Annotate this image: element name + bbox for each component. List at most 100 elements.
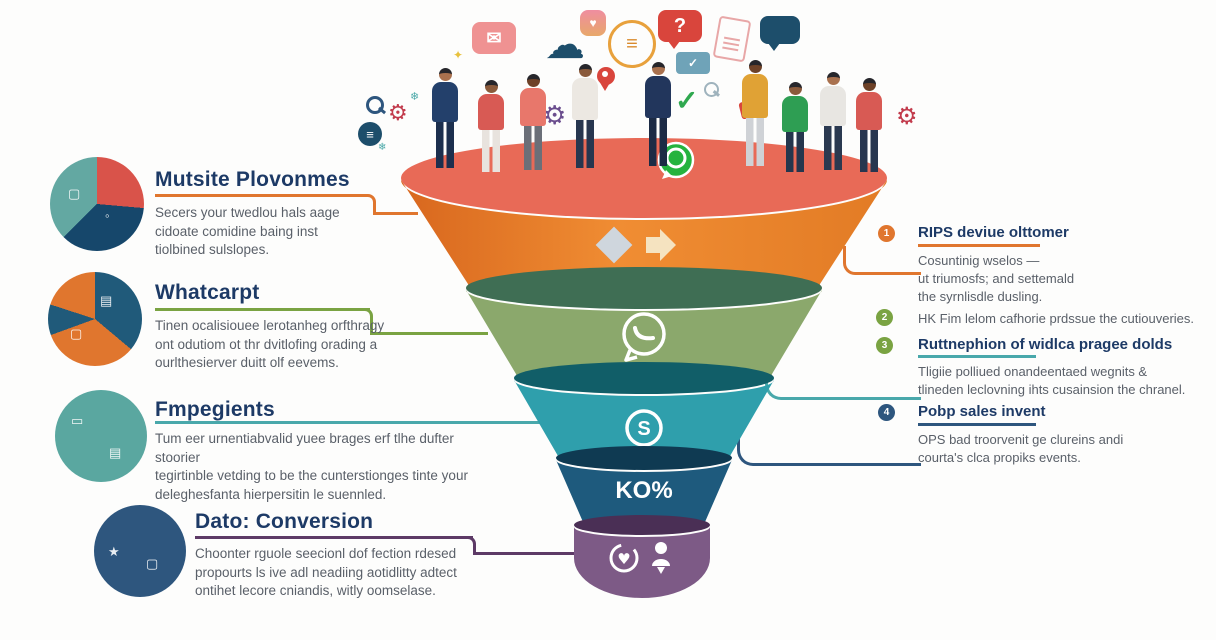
title-underline-connector-3 [155,421,543,424]
person-torso [782,96,808,132]
search-icon [365,95,387,115]
funnel-layer-engagement [466,290,822,391]
section-body: Tinen ocalisiouee lerotanheg orfthragy o… [155,318,385,371]
title-underline [195,536,473,539]
sparkle-icon: ✦ [453,48,464,62]
section-title: Whatcarpt [155,281,260,304]
section-body: Choonter rguole seecionl dof fection rde… [195,546,457,599]
menu-circle-icon: ≡ [358,122,382,146]
person-illustration [520,74,546,170]
person-legs [786,132,804,172]
step-badge-2: 2 [876,309,893,326]
title-underline [155,194,345,197]
connector-line-1 [345,194,376,215]
person-torso [572,78,598,120]
pie-chart-icon: ★ ▢ [94,505,186,597]
check-icon: ✓ [675,85,699,116]
funnel-ko-label: KO% [615,477,672,504]
callout-title: Pobp sales invent [918,403,1046,420]
person-legs [436,122,454,168]
person-illustration [782,82,808,172]
search-outline-icon [702,80,720,98]
person-legs [482,130,500,172]
person-head [438,68,452,81]
funnel-rim-navy [556,446,732,470]
person-legs [860,130,878,172]
heart-loop-icon: ♥ [609,543,639,573]
funnel-rim-green [466,267,822,309]
person-torso-suit-tie [645,76,671,118]
pie-dot-glyph: ◦ [105,208,110,223]
pie-chart-icon: ▭ ▤ [55,390,147,482]
snowflake-icon: ❄ [410,91,420,103]
person-illustration [645,62,671,166]
funnel-rim-purple [574,515,710,535]
double-arrow-icon [595,226,676,264]
envelope-icon: ✉ [472,22,516,54]
search-icon-lens [366,96,384,114]
person-torso [520,88,546,126]
person-head [484,80,498,93]
pin-tip [599,81,611,91]
step-badge-1: 1 [878,225,895,242]
person-torso [856,92,882,130]
callout-underline [918,355,1036,358]
pie-doc-glyph: ▢ [68,186,81,201]
callout-title: Ruttnephion of widlca pragee dolds [918,336,1173,353]
speech-bubble-icon [760,16,800,51]
gear-icon: ⚙ [388,100,408,125]
pie-star-glyph: ★ [108,544,120,559]
connector-line-2b [370,308,488,335]
person-pin-icon [652,542,670,574]
pie-doc-glyph: ▢ [70,326,83,341]
connector-line-r4 [737,425,921,466]
bubble-tail [768,43,780,51]
person-illustration [478,80,504,172]
connector-line-4b [473,536,593,555]
s-badge-icon: S [625,409,663,447]
connector-line-1b [376,194,418,215]
chart-card-icon: ✓ [676,52,710,74]
person-illustration [820,72,846,170]
pie-chart-icon: ▤ ▢ [48,272,142,366]
title-underline [155,308,370,311]
funnel-layer-intent [556,460,732,531]
person-legs [524,126,542,170]
person-legs [824,126,842,170]
person-head [748,60,762,73]
snowflake-icon: ❄ [378,142,387,153]
person-illustration [432,68,458,168]
connector-line-r1 [843,246,921,275]
funnel-layer-conversion [574,527,710,598]
svg-text:S: S [637,418,650,440]
step-badge-3: 3 [876,337,893,354]
callout-title: RIPS deviue olttomer [918,224,1069,241]
person-torso [478,94,504,130]
funnel-rim-teal [514,362,774,394]
callout-body: HK Fim lelom cafhorie prdssue the cutiou… [918,311,1195,326]
question-bubble-icon: ? [658,10,702,49]
section-body: Tum eer urnentiabvalid yuee brages erf t… [155,431,468,502]
person-head [578,64,592,77]
pie-card-glyph: ▤ [100,293,113,308]
step-badge-4: 4 [878,404,895,421]
receipt-card-icon [712,15,752,63]
section-body: Secers your twedlou hals aage cidoate co… [155,205,340,258]
location-pin-icon [596,66,616,91]
callout-body: Tligiie polliued onandeentaed wegnits & … [918,364,1186,398]
person-legs [649,118,667,166]
person-head [826,72,840,85]
person-head [651,62,665,75]
gear-icon: ⚙ [543,100,567,130]
person-illustration [572,64,598,168]
cloud-speech-icon: ☁ [545,23,585,67]
receipt-lines [723,36,741,42]
funnel-top-surface [401,138,887,218]
pie-chart-icon: ▢ ◦ [50,157,144,251]
pie-mail-glyph: ▭ [71,413,84,428]
funnel-layer-consideration [514,380,774,468]
chat-lines-icon: ≡ [608,20,656,68]
person-illustration [856,78,882,172]
person-legs [576,120,594,168]
